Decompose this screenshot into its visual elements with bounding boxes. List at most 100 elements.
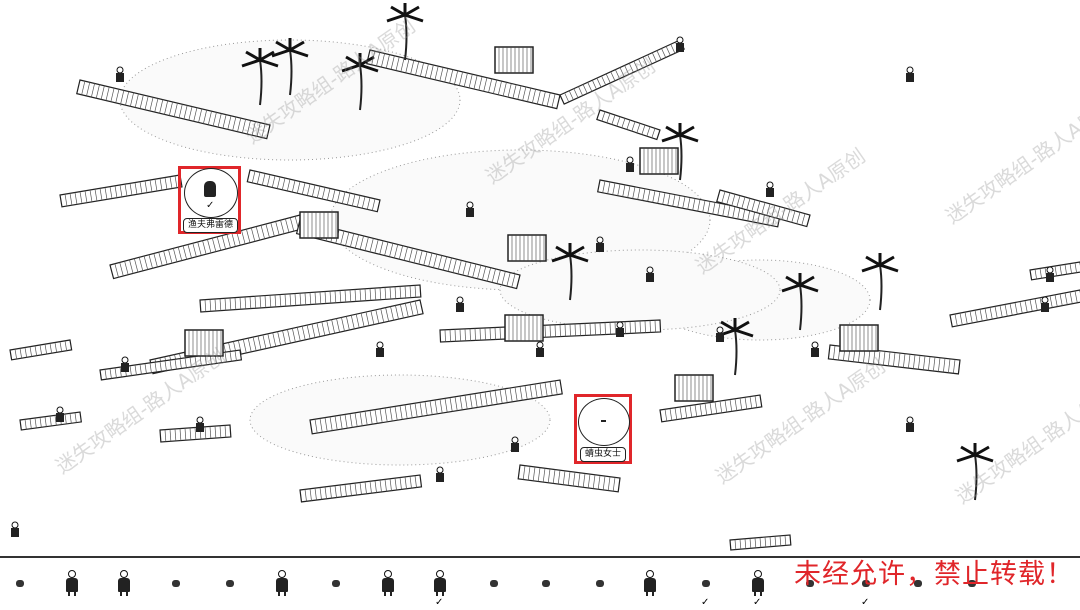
villager[interactable] — [56, 406, 64, 422]
check-icon: ✓ — [753, 597, 762, 608]
check-icon: ✓ — [435, 597, 444, 608]
dock-plank — [717, 203, 721, 216]
villager[interactable] — [121, 356, 129, 372]
dock-plank — [601, 75, 607, 86]
dock-plank — [424, 401, 428, 416]
bucket-icon[interactable] — [484, 570, 504, 596]
villager[interactable] — [536, 341, 544, 357]
bird-icon[interactable] — [220, 570, 240, 596]
person-icon[interactable] — [748, 570, 768, 596]
dock-plank — [494, 327, 496, 340]
villager[interactable] — [626, 156, 634, 172]
hut[interactable] — [184, 329, 224, 357]
flag-icon[interactable] — [166, 570, 186, 596]
palm-tree[interactable] — [341, 53, 379, 111]
found-popup-bug-lady[interactable] — [578, 398, 630, 446]
dock-plank — [469, 328, 471, 341]
dock-plank — [255, 226, 261, 241]
villager[interactable] — [616, 321, 624, 337]
fisherman-icon[interactable] — [696, 570, 716, 596]
found-popup-fisherman[interactable]: ✓ — [184, 168, 238, 218]
palm-tree[interactable] — [956, 443, 994, 501]
dock-plank — [587, 474, 591, 489]
villager[interactable] — [456, 296, 464, 312]
star-icon[interactable] — [590, 570, 610, 596]
dock-plank — [452, 259, 457, 273]
villager[interactable] — [676, 36, 684, 52]
dock-plank — [319, 487, 322, 500]
villager[interactable] — [1041, 296, 1049, 312]
villager[interactable] — [196, 416, 204, 432]
person-icon[interactable] — [272, 570, 292, 596]
dock-plank — [105, 86, 110, 101]
fish-icon[interactable] — [908, 570, 928, 596]
villager[interactable] — [436, 466, 444, 482]
game-scene[interactable]: ✓ 渔夫弗雷德 蜻虫女士 迷失攻略组-路人A原创 迷失攻略组-路人A原创 迷失攻… — [0, 0, 1080, 556]
bird-icon[interactable] — [962, 570, 982, 596]
dock-plank — [724, 400, 728, 413]
villager[interactable] — [466, 201, 474, 217]
dock-plank — [1029, 299, 1033, 312]
villager[interactable] — [511, 436, 519, 452]
villager[interactable] — [116, 66, 124, 82]
dock-plank — [154, 179, 158, 192]
dock-plank — [94, 189, 98, 202]
dock-plank — [722, 204, 726, 217]
villager[interactable] — [646, 266, 654, 282]
dock-plank — [169, 176, 173, 189]
dock-plank — [144, 96, 149, 110]
villager[interactable] — [811, 341, 819, 357]
bird-icon[interactable] — [856, 570, 876, 596]
person-icon[interactable] — [430, 570, 450, 596]
palm-tree[interactable] — [861, 253, 899, 311]
villager[interactable] — [906, 416, 914, 432]
dock-village-drawing[interactable] — [0, 0, 1080, 556]
dock-plank — [207, 239, 212, 253]
dock-plank — [316, 322, 321, 337]
dock-plank — [652, 190, 656, 203]
villager[interactable] — [11, 521, 19, 537]
dock-plank — [502, 82, 507, 97]
dock-plank — [384, 479, 387, 492]
dock-plank — [1014, 302, 1018, 315]
hut[interactable] — [507, 234, 547, 262]
dock-plank — [214, 298, 217, 311]
palm-tree[interactable] — [716, 318, 754, 376]
hut[interactable] — [504, 314, 544, 342]
person-icon[interactable] — [640, 570, 660, 596]
person-icon[interactable] — [378, 570, 398, 596]
villager[interactable] — [716, 326, 724, 342]
person-icon[interactable] — [114, 570, 134, 596]
palm-tree[interactable] — [386, 3, 424, 61]
villager[interactable] — [766, 181, 774, 197]
palm-tree[interactable] — [551, 243, 589, 301]
hut[interactable] — [674, 374, 714, 402]
dock-plank — [964, 312, 968, 324]
palm-tree[interactable] — [241, 48, 279, 106]
person-icon[interactable] — [62, 570, 82, 596]
hut[interactable] — [639, 147, 679, 175]
palm-tree[interactable] — [781, 273, 819, 331]
hut[interactable] — [839, 324, 879, 352]
villager[interactable] — [596, 236, 604, 252]
palm-tree[interactable] — [271, 38, 309, 96]
dock-plank — [888, 351, 891, 366]
target-bar[interactable]: ✓✓✓✓ — [0, 556, 1080, 610]
dock-plank — [69, 193, 73, 206]
villager[interactable] — [1046, 266, 1054, 282]
dock-plank — [104, 369, 107, 380]
palm-tree[interactable] — [661, 123, 699, 181]
hut[interactable] — [299, 211, 339, 239]
flag-icon[interactable] — [800, 570, 820, 596]
bug-icon[interactable] — [536, 570, 556, 596]
dock-plank — [497, 81, 502, 95]
hut[interactable] — [494, 46, 534, 74]
dock-plank — [134, 182, 138, 195]
dock-plank — [246, 229, 251, 243]
fish-icon[interactable] — [326, 570, 346, 596]
villager[interactable] — [906, 66, 914, 82]
villager[interactable] — [376, 341, 384, 357]
dock-plank — [567, 471, 571, 486]
bird-icon[interactable] — [10, 570, 30, 596]
bug-icon — [601, 420, 606, 422]
